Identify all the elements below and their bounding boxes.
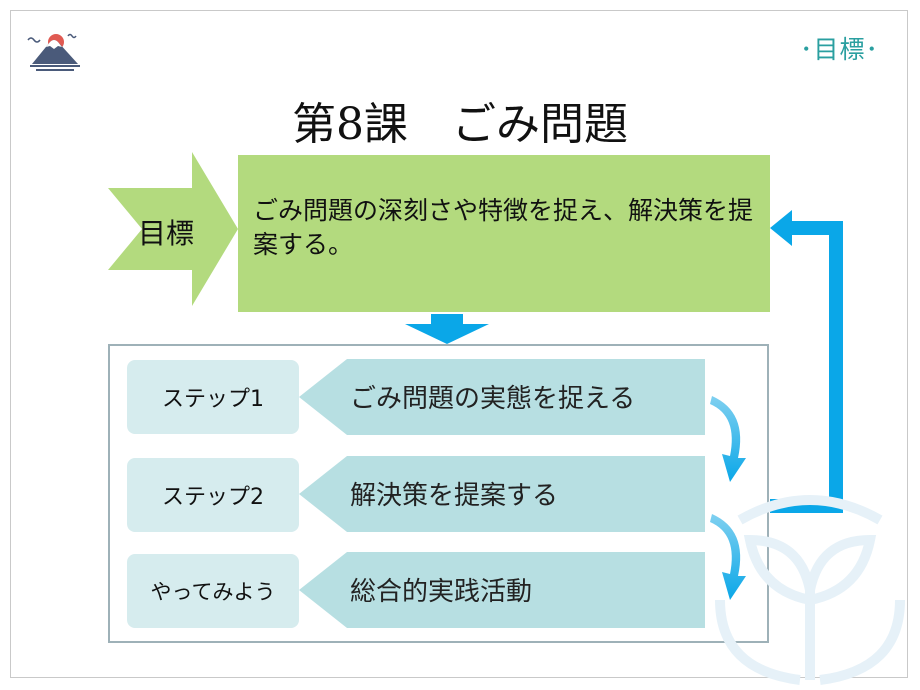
step-1-label: ステップ1 <box>127 360 299 434</box>
step-2-label: ステップ2 <box>127 458 299 532</box>
sprout-watermark-icon <box>715 495 905 685</box>
page-title: 第8課 ごみ問題 <box>292 99 628 150</box>
goal-text: ごみ問題の深刻さや特徴を捉え、解決策を提案する。 <box>253 196 754 259</box>
feedback-loop-arrow-icon <box>770 210 843 513</box>
goal-box <box>238 155 770 312</box>
section-label: ･目標･ <box>800 35 880 64</box>
step-3-text: 総合的実践活動 <box>350 577 533 607</box>
curved-arrow-icon <box>710 514 746 600</box>
down-arrow-icon <box>405 314 489 344</box>
mount-fuji-logo-icon <box>27 33 80 71</box>
curved-arrow-icon <box>710 396 746 482</box>
step-2-arrow-shape <box>299 456 705 532</box>
step-1-text: ごみ問題の実態を捉える <box>350 384 636 414</box>
step-2-text: 解決策を提案する <box>350 481 559 511</box>
step-1-arrow-shape <box>299 359 705 435</box>
goal-label: 目標 <box>138 217 195 250</box>
goal-arrow-shape <box>108 152 238 306</box>
slide-frame <box>10 10 908 678</box>
step-3-arrow-shape <box>299 552 705 628</box>
step-3-label: やってみよう <box>127 554 299 628</box>
